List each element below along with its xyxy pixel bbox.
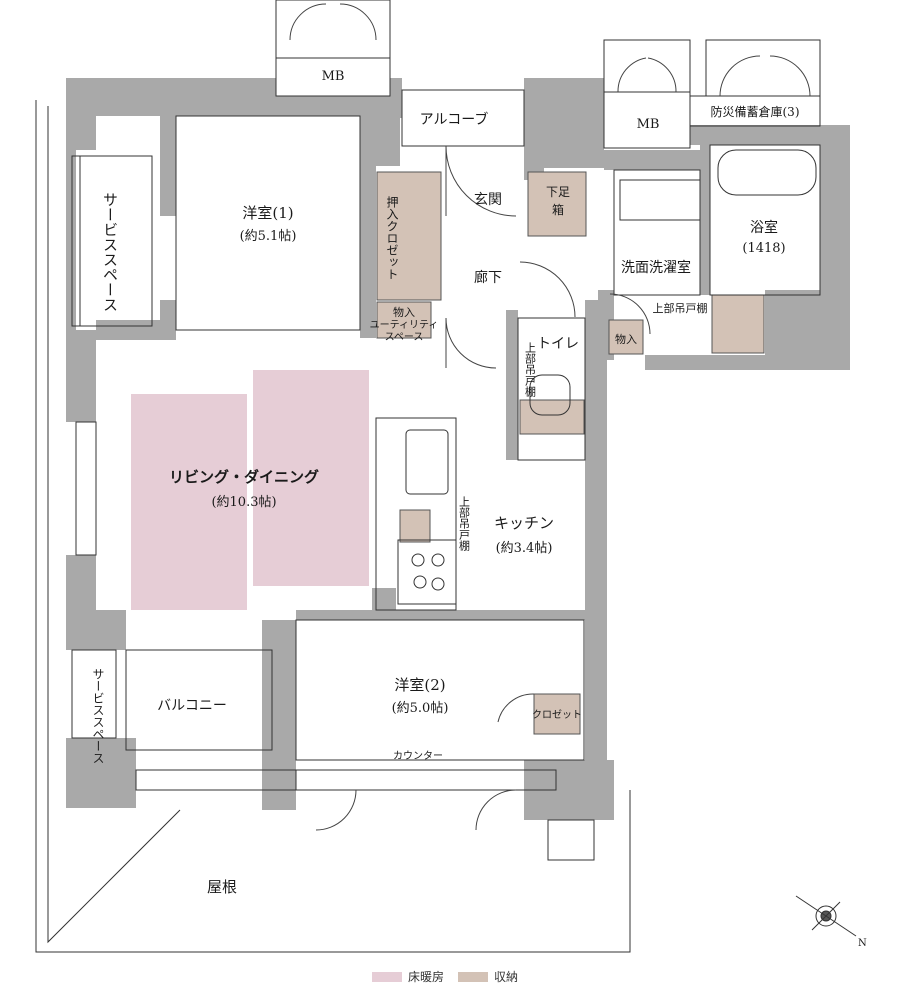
closet-label: クロゼット	[532, 709, 582, 721]
compass: N	[795, 895, 867, 949]
monoire-storage	[608, 319, 644, 355]
upper-cabinet-wash-label: 上部吊戸棚	[653, 301, 708, 315]
legend: 床暖房 収納	[372, 968, 532, 985]
utility-label-line1: 物入	[393, 305, 415, 319]
disaster-storage-label: 防災備蓄倉庫(3)	[711, 104, 800, 119]
kitchen-name: キッチン	[494, 514, 554, 532]
oshiire-closet-label: 押入クロゼット	[385, 196, 399, 280]
shoe-box-label-line2: 箱	[552, 202, 564, 217]
legend-floor-heating: 床暖房	[372, 968, 444, 985]
bath-size: (1418)	[742, 241, 785, 256]
mb-top-label: MB	[322, 69, 345, 84]
legend-storage: 収納	[458, 968, 518, 985]
oshiire-closet-storage	[376, 171, 442, 301]
roof-label: 屋根	[207, 878, 237, 896]
western-room-1-name: 洋室(1)	[242, 204, 293, 222]
kitchen-size: (約3.4帖)	[496, 541, 553, 556]
shoe-box-label-line1: 下足	[546, 185, 570, 199]
western-room-2-size: (約5.0帖)	[392, 701, 449, 716]
legend-storage-label: 収納	[494, 970, 519, 984]
shoe-box-storage	[527, 171, 587, 237]
monoire-label: 物入	[615, 332, 637, 346]
living-dining-name: リビング・ダイニング	[169, 468, 319, 486]
floor-heating-area-right	[253, 370, 369, 586]
floor-heating-swatch	[372, 971, 402, 982]
closet-storage	[533, 693, 581, 735]
upper-cabinet-toilet-label: 上部吊戸棚	[524, 342, 537, 398]
alcove-label: アルコーブ	[420, 111, 489, 128]
storage-swatch	[458, 971, 489, 982]
door-swings	[289, 3, 811, 831]
living-dining-size: (約10.3帖)	[211, 495, 276, 510]
toilet-label: トイレ	[537, 336, 579, 352]
floor-heating-areas	[131, 370, 369, 610]
bath-name: 浴室	[750, 219, 778, 236]
room-labels: 洋室(1) (約5.1帖) リビング・ダイニング (約10.3帖) キッチン (…	[91, 69, 800, 896]
upper-cabinet-kitchen-label: 上部吊戸棚	[458, 496, 471, 552]
interior-lines	[35, 0, 821, 953]
entrance-label: 玄関	[474, 191, 502, 208]
utility-label-line3: スペース	[385, 332, 424, 343]
utility-storage	[376, 301, 432, 339]
kitchen-upper-cabinet-storage	[399, 509, 431, 543]
hallway-label: 廊下	[474, 269, 502, 286]
western-room-2-name: 洋室(2)	[394, 676, 445, 694]
mb-right-label: MB	[637, 117, 660, 132]
walls	[66, 78, 850, 820]
legend-floor-heating-label: 床暖房	[408, 970, 445, 984]
wash-upper-cabinet-storage	[711, 294, 765, 354]
balcony-label: バルコニー	[157, 698, 227, 714]
compass-north-label: N	[858, 938, 867, 949]
service-space-upper-label: サービススペース	[101, 192, 119, 312]
service-space-lower-label: サービススペース	[91, 668, 105, 764]
washroom-label: 洗面洗濯室	[621, 259, 691, 276]
toilet-upper-cabinet-storage	[519, 399, 585, 435]
utility-label-line2: ユーティリティ	[370, 320, 439, 331]
floor-heating-area-left	[131, 394, 247, 610]
storage-areas	[376, 171, 765, 735]
western-room-1-size: (約5.1帖)	[240, 229, 297, 244]
counter-label: カウンター	[393, 750, 443, 762]
